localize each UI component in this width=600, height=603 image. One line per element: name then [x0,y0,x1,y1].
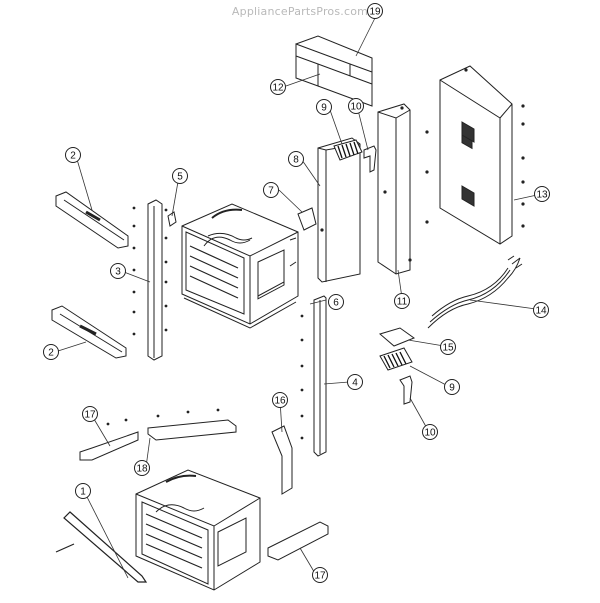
callouts: 19 12 9 10 8 13 2 5 7 3 6 11 14 2 15 4 9… [43,3,550,583]
svg-text:6: 6 [333,298,339,309]
terminal-block-upper [333,139,363,161]
channel-17-lower [267,521,329,561]
callout-17-upper: 17 [82,406,98,422]
svg-text:2: 2 [48,348,54,359]
callout-9-lower: 9 [444,379,460,395]
callout-10-upper: 10 [348,98,364,114]
bracket-upper [363,145,377,173]
callout-8: 8 [288,151,304,167]
callout-6: 6 [328,294,344,310]
callout-3: 3 [110,263,126,279]
watermark-text: AppliancePartsPros.com [231,5,369,18]
part-15 [378,327,416,347]
svg-text:11: 11 [397,297,408,308]
svg-text:3: 3 [115,267,121,278]
callout-11: 11 [394,293,410,309]
channel-18 [147,408,237,441]
side-rail [300,295,327,457]
svg-text:7: 7 [268,186,274,197]
trim-strip-lower [51,305,127,359]
gasket-clip [55,543,75,553]
svg-text:19: 19 [369,7,381,18]
callout-15: 15 [440,339,456,355]
callout-9-upper: 9 [316,99,332,115]
callout-1: 1 [75,483,91,499]
callout-7: 7 [263,182,279,198]
svg-text:16: 16 [274,396,286,407]
callout-17-lower: 17 [312,567,328,583]
terminal-block-lower [379,347,413,371]
callout-18: 18 [134,460,150,476]
callout-2-upper: 2 [65,147,81,163]
trim-strip-upper [55,191,129,249]
control-bracket [317,137,361,283]
svg-text:2: 2 [70,151,76,162]
svg-text:4: 4 [352,378,358,389]
front-frame-rail [132,199,168,361]
callout-5: 5 [172,168,188,184]
callout-4: 4 [347,374,363,390]
svg-text:8: 8 [293,155,299,166]
svg-text:15: 15 [442,343,454,354]
top-vent-duct [295,35,373,107]
part-16 [271,425,293,495]
svg-text:14: 14 [535,306,547,317]
wire-harness [427,255,523,329]
svg-text:12: 12 [272,83,284,94]
upper-oven-cavity [181,203,299,329]
callout-10-lower: 10 [422,424,438,440]
callout-14: 14 [533,302,549,318]
clip-part [167,211,177,227]
svg-text:18: 18 [136,464,148,475]
callout-12: 12 [270,79,286,95]
svg-text:10: 10 [424,428,436,439]
svg-text:13: 13 [536,190,548,201]
callout-13: 13 [534,186,550,202]
svg-text:17: 17 [314,571,326,582]
svg-text:5: 5 [177,172,183,183]
callout-16: 16 [272,392,288,408]
bracket-lower [399,375,413,405]
bracket-7 [297,207,317,231]
side-panel [377,103,429,275]
svg-text:17: 17 [84,410,96,421]
lower-oven-cavity [135,469,261,591]
svg-text:1: 1 [80,487,86,498]
callout-2-lower: 2 [43,344,59,360]
door-gasket [63,511,148,583]
svg-text:10: 10 [350,102,362,113]
channel-17-upper [79,418,139,461]
svg-text:9: 9 [449,383,455,394]
callout-19: 19 [367,3,383,19]
rear-panel [439,65,525,245]
svg-text:9: 9 [321,103,327,114]
